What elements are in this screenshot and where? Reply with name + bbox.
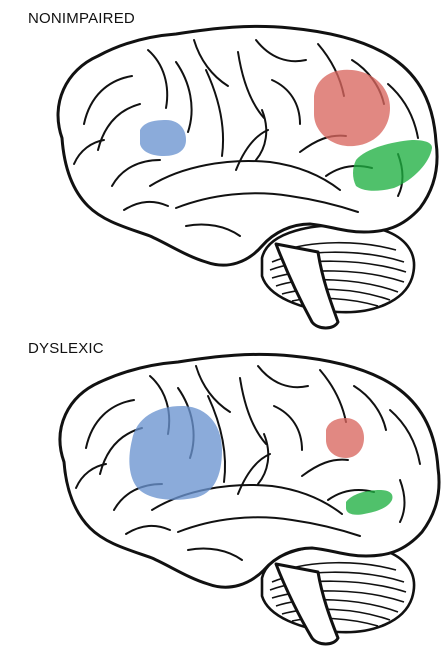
dyslexic-brain-diagram: [0, 330, 447, 648]
parietal-region-highlight: [326, 418, 364, 458]
dyslexic-panel: DYSLEXIC: [0, 330, 447, 648]
frontal-region-highlight: [129, 406, 222, 500]
cerebrum-outline: [58, 26, 437, 265]
nonimpaired-brain-diagram: [0, 0, 447, 330]
nonimpaired-panel: NONIMPAIRED: [0, 0, 447, 330]
frontal-region-highlight: [140, 120, 186, 156]
